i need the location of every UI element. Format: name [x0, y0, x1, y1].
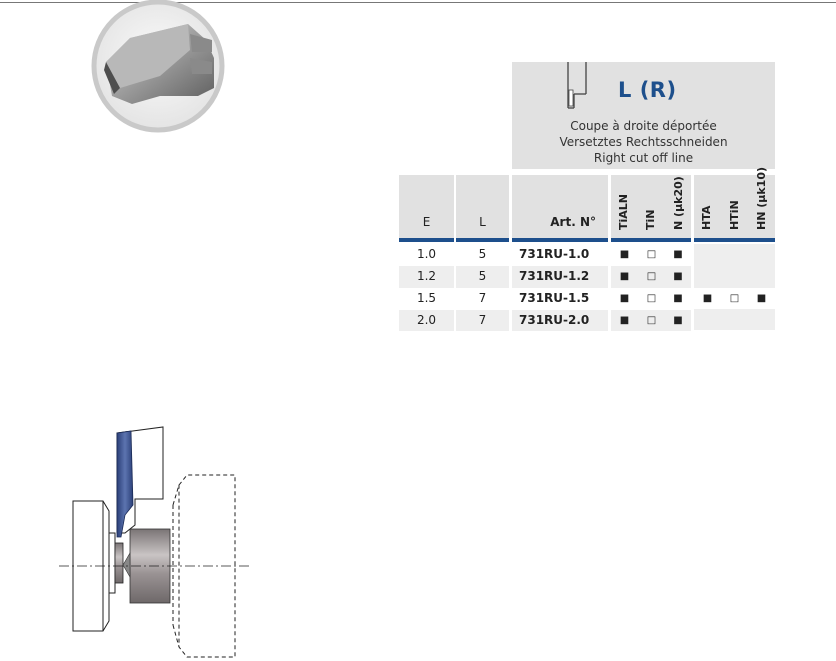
col-header-e: E: [399, 175, 454, 238]
cell-e: 1.0: [416, 247, 437, 261]
cell-mark: ■: [619, 249, 630, 260]
machining-diagram: [59, 426, 251, 658]
cell-e: 2.0: [416, 312, 437, 327]
coating-group-b-bg: [694, 244, 775, 330]
cell-mark: □: [729, 293, 740, 304]
cell-mark: ■: [673, 293, 683, 304]
description-french: Coupe à droite déportée: [570, 119, 717, 133]
cell-mark: □: [646, 271, 657, 282]
cell-mark: □: [646, 249, 657, 260]
coating-label-tin: TiN: [644, 209, 657, 230]
cell-mark: ■: [702, 293, 713, 304]
header-rule: [611, 238, 691, 242]
cell-art: 731RU-1.2: [519, 269, 590, 283]
cell-l: 7: [478, 291, 487, 305]
coating-label-hn-uk10: HN (µk10): [755, 166, 768, 230]
col-header-art: Art. N°: [512, 175, 608, 238]
coating-label-hta: HTA: [700, 205, 713, 230]
description-german: Versetztes Rechtsschneiden: [559, 135, 728, 149]
cell-l: 5: [478, 269, 487, 283]
cell-mark: ■: [673, 249, 683, 260]
profile-code: L (R): [618, 78, 677, 102]
insert-profile-icon: [567, 62, 587, 109]
cell-l: 5: [478, 247, 487, 261]
cell-mark: ■: [673, 271, 683, 282]
top-rule: [0, 2, 836, 3]
coating-label-n-uk20: N (µk20): [672, 176, 685, 230]
cell-e: 1.5: [416, 291, 437, 305]
cell-mark: ■: [619, 293, 630, 304]
cell-art: 731RU-2.0: [519, 312, 590, 327]
cell-art: 731RU-1.0: [519, 247, 590, 261]
col-header-coatings-b: [694, 175, 775, 238]
header-rule: [456, 238, 509, 242]
header-rule: [694, 238, 775, 242]
header-panel: L (R) Coupe à droite déportée Versetztes…: [512, 62, 775, 169]
cell-mark: ■: [619, 271, 630, 282]
col-header-l: L: [456, 175, 509, 238]
coating-label-htin: HTiN: [728, 200, 741, 230]
coating-label-tialn: TiALN: [617, 193, 630, 230]
cell-l: 7: [478, 312, 487, 327]
cell-mark: ■: [619, 314, 630, 326]
cell-mark: □: [646, 293, 657, 304]
cell-mark: ■: [756, 293, 767, 304]
header-rule: [399, 238, 454, 242]
cell-e: 1.2: [416, 269, 437, 283]
header-rule: [512, 238, 608, 242]
cell-mark: ■: [673, 314, 683, 326]
cell-mark: □: [646, 314, 657, 326]
col-header-coatings-a: [611, 175, 691, 238]
insert-photo: [91, 0, 225, 133]
description-english: Right cut off line: [593, 151, 694, 165]
cell-art: 731RU-1.5: [519, 291, 590, 305]
